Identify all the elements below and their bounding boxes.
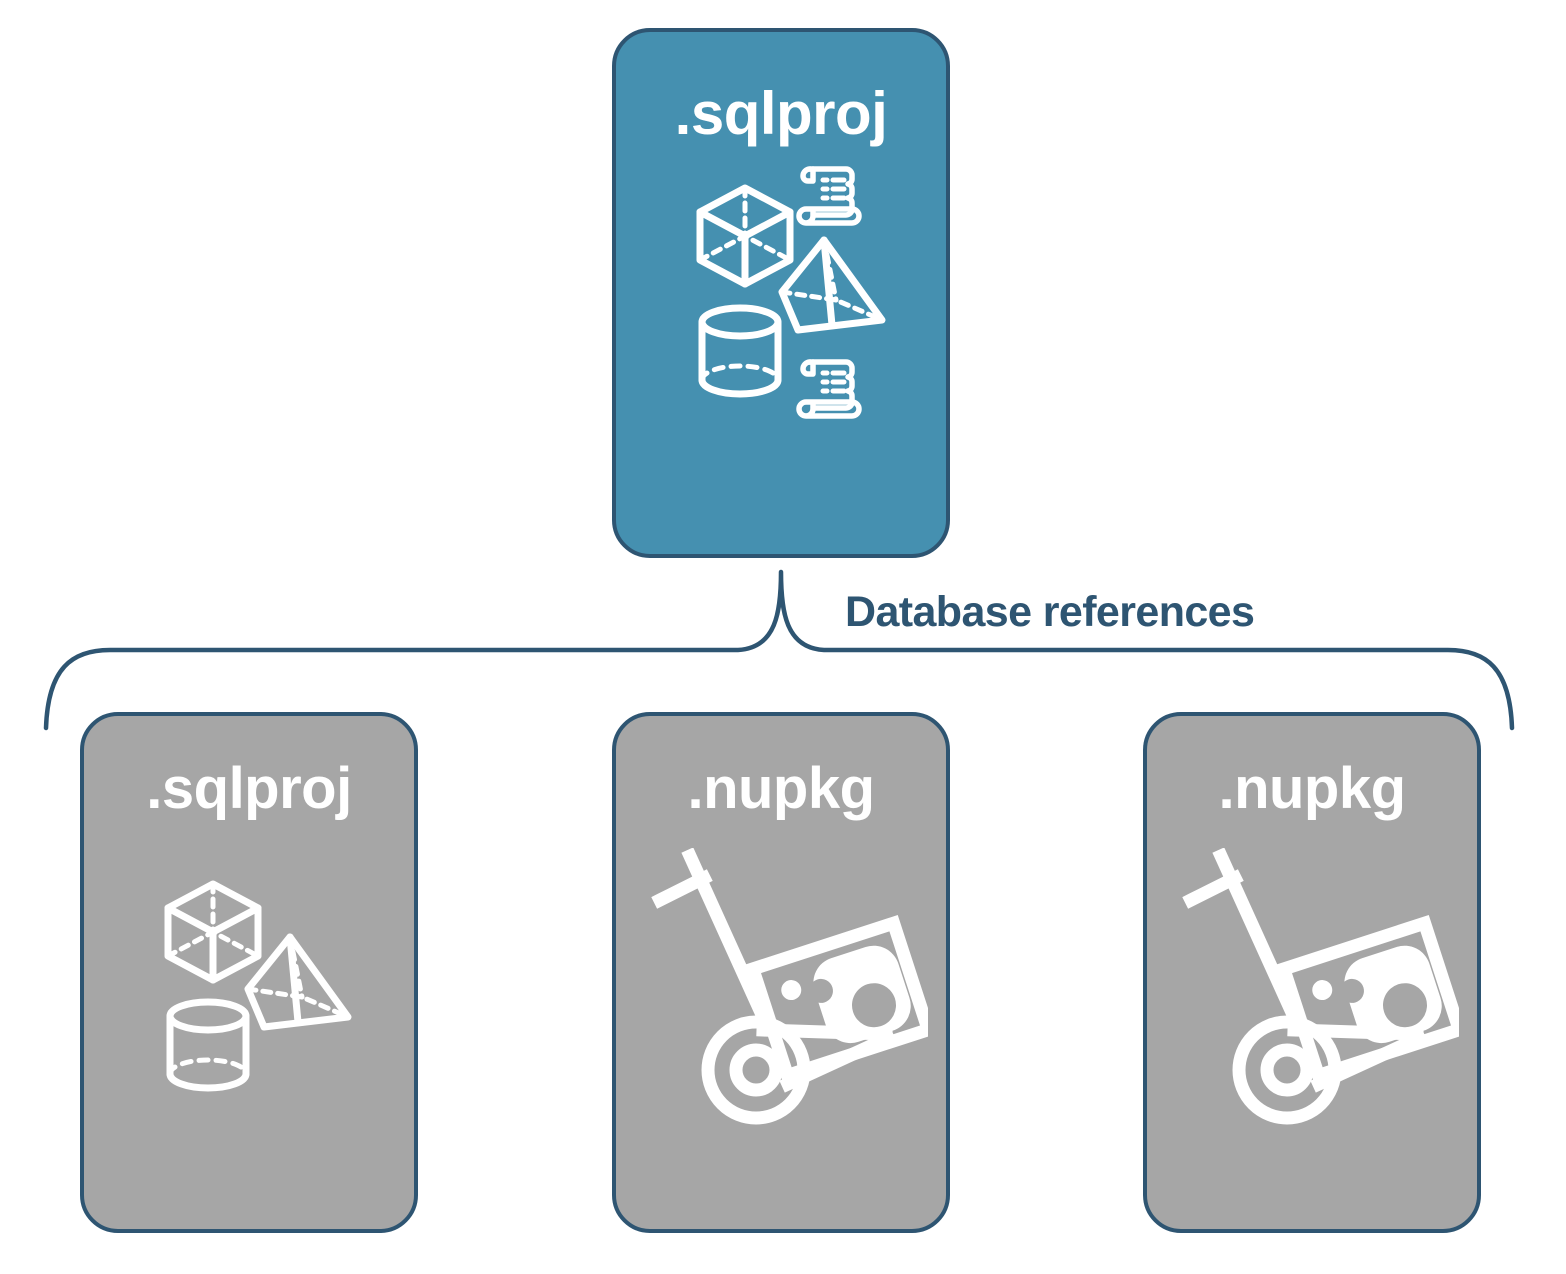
hand-truck-package-icon <box>1182 848 1459 1125</box>
hand-truck-package-icon <box>651 848 928 1125</box>
icon-area <box>80 836 418 1176</box>
cylinder-icon <box>698 304 782 398</box>
node-card-sqlproj-root[interactable]: .sqlproj <box>612 28 950 558</box>
scroll-icon <box>796 166 862 226</box>
node-card-sqlproj-reference[interactable]: .sqlproj <box>80 712 418 1233</box>
cube-icon <box>164 880 262 984</box>
icon-area <box>612 152 950 452</box>
scroll-icon <box>796 359 862 419</box>
cube-icon <box>696 184 794 288</box>
icon-area <box>612 836 950 1176</box>
connector-label: Database references <box>845 588 1255 636</box>
node-card-nupkg-2[interactable]: .nupkg <box>1143 712 1481 1233</box>
icon-area <box>1143 836 1481 1176</box>
card-label: .sqlproj <box>146 756 352 821</box>
card-label: .nupkg <box>687 756 875 821</box>
card-label: .nupkg <box>1218 756 1406 821</box>
node-card-nupkg-1[interactable]: .nupkg <box>612 712 950 1233</box>
pyramid-icon <box>778 236 886 334</box>
card-label: .sqlproj <box>674 80 888 147</box>
pyramid-icon <box>244 933 352 1031</box>
cylinder-icon <box>166 998 250 1092</box>
brace-path <box>43 569 1515 731</box>
